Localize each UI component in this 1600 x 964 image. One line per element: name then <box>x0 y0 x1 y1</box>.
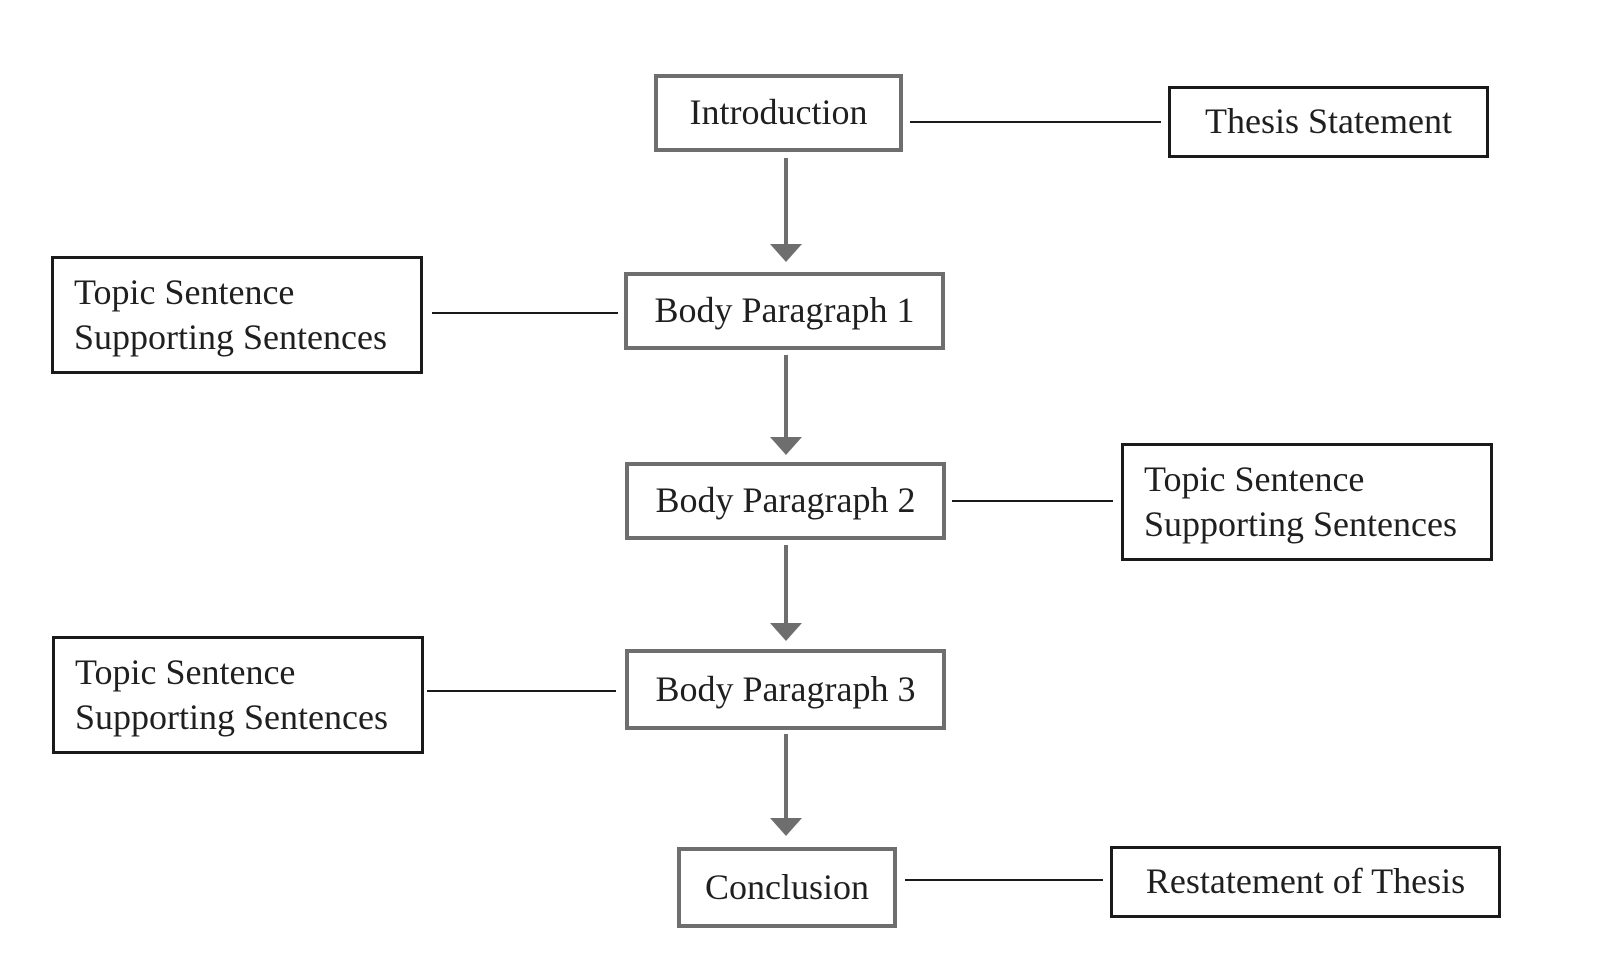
supporting-sentences-label: Supporting Sentences <box>1144 504 1457 544</box>
restatement-of-thesis-box: Restatement of Thesis <box>1110 846 1501 918</box>
restatement-of-thesis-label: Restatement of Thesis <box>1145 861 1466 902</box>
flow-arrow-intro-to-bp1 <box>770 158 802 262</box>
body-paragraph-3-label: Body Paragraph 3 <box>655 668 916 709</box>
thesis-statement-label: Thesis Statement <box>1205 101 1452 142</box>
conclusion-box: Conclusion <box>677 847 897 928</box>
flow-arrow-bp2-to-bp3 <box>770 545 802 641</box>
body-paragraph-2-note-box: Topic Sentence Supporting Sentences <box>1121 443 1493 561</box>
topic-sentence-label: Topic Sentence <box>1144 459 1365 499</box>
body-paragraph-1-label: Body Paragraph 1 <box>654 290 915 331</box>
body-paragraph-3-note-box: Topic Sentence Supporting Sentences <box>52 636 424 754</box>
conclusion-label: Conclusion <box>704 866 869 907</box>
thesis-statement-box: Thesis Statement <box>1168 86 1489 158</box>
topic-sentence-label: Topic Sentence <box>74 272 295 312</box>
body-paragraph-1-note-box: Topic Sentence Supporting Sentences <box>51 256 423 374</box>
body-paragraph-2-label: Body Paragraph 2 <box>655 480 916 521</box>
introduction-box: Introduction <box>654 74 903 152</box>
body-paragraph-1-box: Body Paragraph 1 <box>624 272 945 350</box>
body-paragraph-2-box: Body Paragraph 2 <box>625 462 946 540</box>
introduction-label: Introduction <box>689 92 868 133</box>
flow-arrow-bp3-to-conclusion <box>770 734 802 836</box>
supporting-sentences-label: Supporting Sentences <box>75 697 388 737</box>
flow-arrow-bp1-to-bp2 <box>770 355 802 455</box>
supporting-sentences-label: Supporting Sentences <box>74 317 387 357</box>
body-paragraph-3-box: Body Paragraph 3 <box>625 649 946 730</box>
topic-sentence-label: Topic Sentence <box>75 652 296 692</box>
